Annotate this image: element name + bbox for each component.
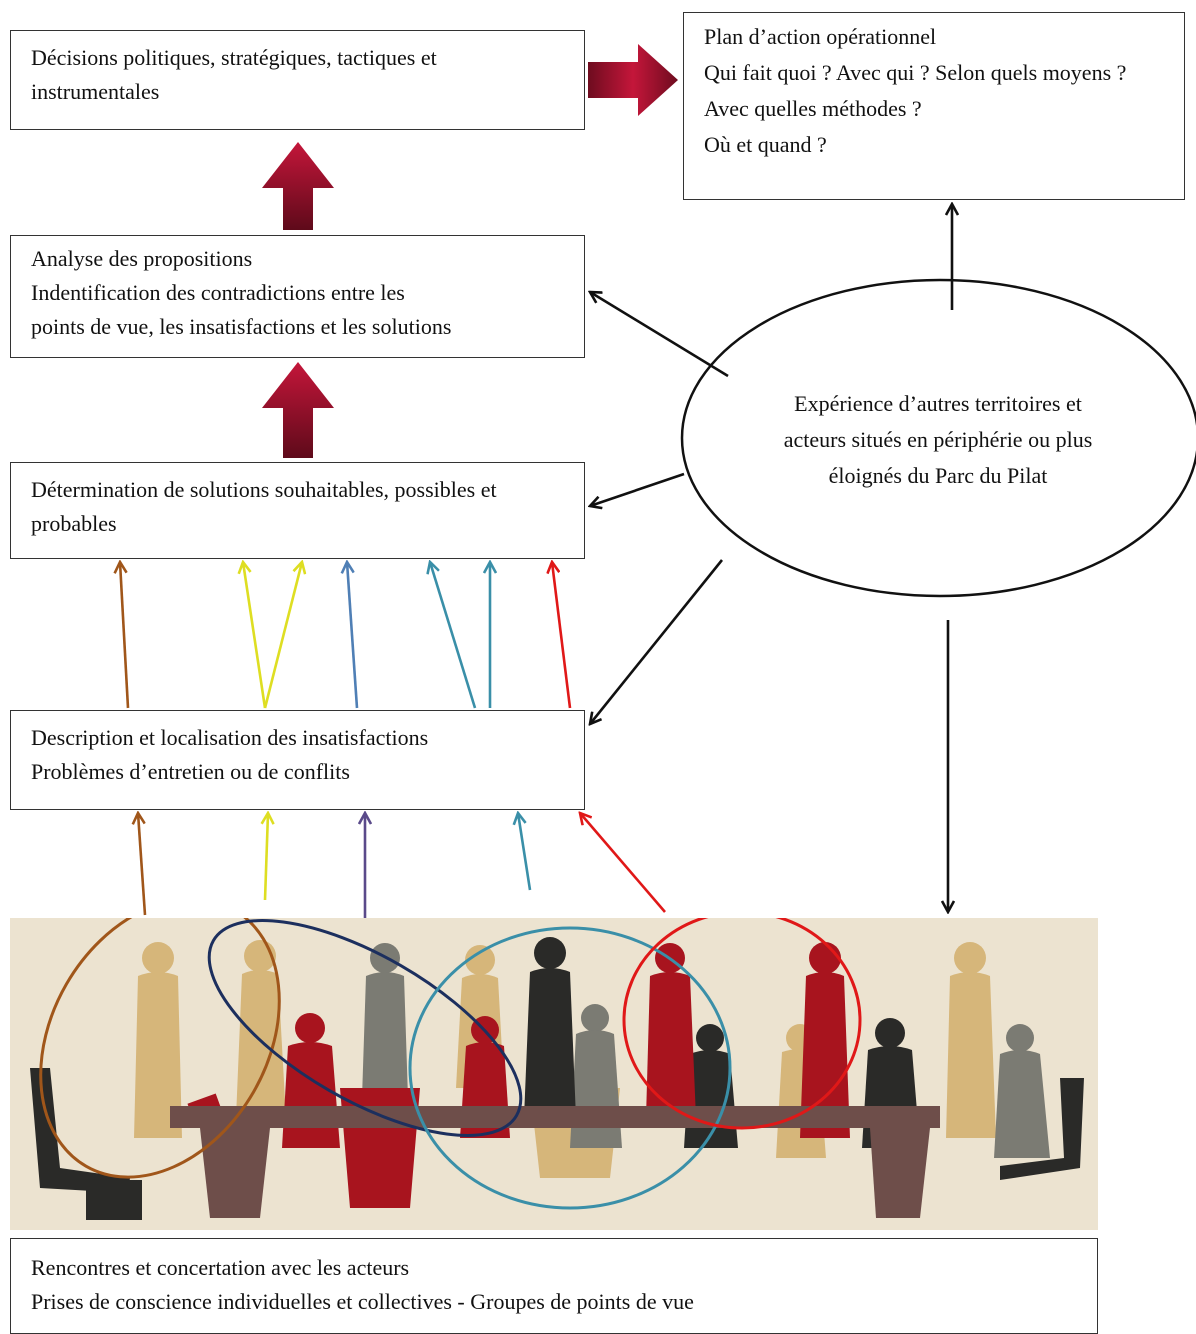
determination-text: Détermination de solutions souhaitables,… (31, 477, 497, 536)
arrow-brown-to-determination (120, 562, 130, 709)
group-ellipse-red (622, 918, 862, 1130)
arrow-red-to-description (580, 813, 666, 913)
arrow-teal-to-description (518, 813, 532, 891)
plan-box: Plan d’action opérationnel Qui fait quoi… (683, 12, 1185, 200)
description-box: Description et localisation des insatisf… (10, 710, 585, 810)
description-line-2: Problèmes d’entretien ou de conflits (31, 759, 350, 784)
plan-title: Plan d’action opérationnel (704, 24, 937, 49)
arrow-ellipse-to-description (590, 559, 724, 724)
group-ellipse-teal (408, 926, 732, 1210)
arrow-red-to-determination (552, 562, 572, 709)
ellipse-line-1: Expérience d’autres territoires et (794, 391, 1082, 416)
analyse-line-2: Indentification des contradictions entre… (31, 280, 405, 305)
ellipse-label: Expérience d’autres territoires et acteu… (728, 386, 1148, 494)
arrow-yellow-to-description (265, 813, 268, 901)
arrow-yellow1-to-determination (243, 562, 267, 709)
rencontres-line-1: Rencontres et concertation avec les acte… (31, 1255, 410, 1280)
meeting-illustration (10, 918, 1098, 1230)
analyse-line-3: points de vue, les insatisfactions et le… (31, 314, 452, 339)
analyse-line-1: Analyse des propositions (31, 246, 253, 271)
experience-ellipse (680, 278, 1196, 598)
plan-where-when: Où et quand ? (704, 132, 827, 157)
description-line-1: Description et localisation des insatisf… (31, 725, 429, 750)
arrow-ellipse-to-analyse (590, 292, 729, 378)
arrow-teal1-to-determination (430, 562, 477, 709)
arrow-blue-to-determination (347, 562, 359, 709)
group-ellipse-brown (39, 918, 281, 1179)
thick-arrow-analyse-to-decisions (262, 142, 334, 230)
arrow-ellipse-to-determination (590, 472, 685, 506)
ellipse-line-3: éloignés du Parc du Pilat (828, 463, 1048, 488)
analyse-box: Analyse des propositions Indentification… (10, 235, 585, 358)
rencontres-line-2: Prises de conscience individuelles et co… (31, 1289, 694, 1314)
ellipse-line-2: acteurs situés en périphérie ou plus (783, 427, 1093, 452)
group-ellipse-navy (207, 919, 523, 1137)
decisions-box: Décisions politiques, stratégiques, tact… (10, 30, 585, 130)
arrow-brown-to-description (138, 813, 147, 916)
arrow-yellow2-to-determination (263, 562, 302, 709)
decisions-text: Décisions politiques, stratégiques, tact… (31, 45, 437, 104)
thick-arrow-determination-to-analyse (262, 362, 334, 458)
determination-box: Détermination de solutions souhaitables,… (10, 462, 585, 559)
plan-questions: Qui fait quoi ? Avec qui ? Selon quels m… (704, 60, 1127, 121)
thick-arrow-decisions-to-plan (588, 44, 678, 116)
rencontres-box: Rencontres et concertation avec les acte… (10, 1238, 1098, 1334)
